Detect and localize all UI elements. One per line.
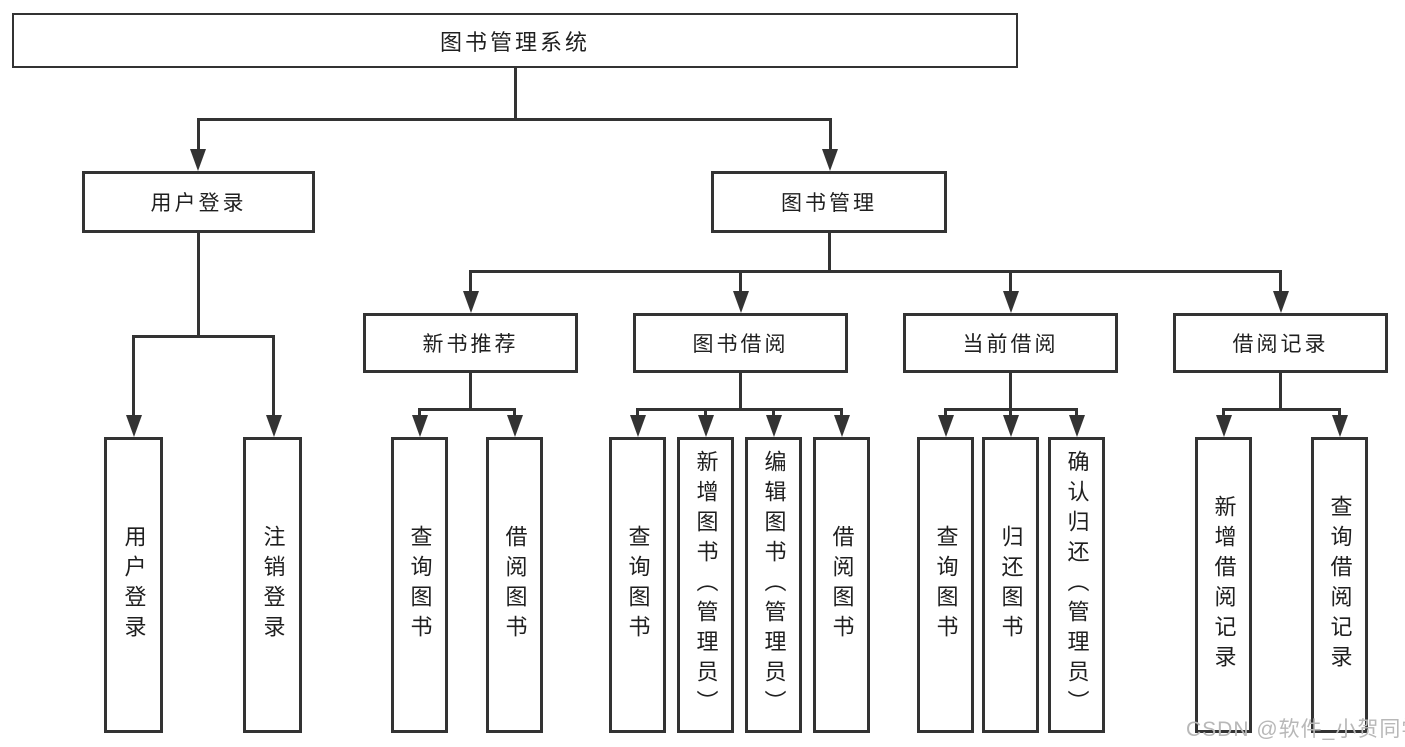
connector-g3-bar (636, 408, 843, 411)
leaf-borrow-books-newbook: 借阅图书 (486, 437, 543, 733)
arrowhead-icon (698, 415, 714, 437)
connector-g5-arm-1 (1222, 408, 1225, 417)
leaf-query-borrow-record: 查询借阅记录 (1311, 437, 1368, 733)
node-library-system: 图书管理系统 (12, 13, 1018, 68)
arrowhead-icon (834, 415, 850, 437)
arrowhead-icon (126, 415, 142, 437)
node-user-login: 用户登录 (82, 171, 315, 233)
watermark: CSDN @软件_小贺同学 (1186, 718, 1405, 741)
arrowhead-icon (822, 149, 838, 171)
leaf-query-books-current: 查询图书 (917, 437, 974, 733)
connector-g4-arm-2 (1009, 408, 1012, 417)
connector-root-arm-right (829, 118, 832, 151)
node-book-management: 图书管理 (711, 171, 947, 233)
connector-mgmt-arm-1 (469, 270, 472, 293)
node-book-borrowing: 图书借阅 (633, 313, 848, 373)
arrowhead-icon (1069, 415, 1085, 437)
connector-mgmt-arm-2 (739, 270, 742, 293)
arrowhead-icon (1216, 415, 1232, 437)
arrowhead-icon (1332, 415, 1348, 437)
connector-login-stem (197, 233, 200, 335)
node-borrowing-records: 借阅记录 (1173, 313, 1388, 373)
arrowhead-icon (1273, 291, 1289, 313)
connector-login-bar (132, 335, 275, 338)
node-new-book-recommend: 新书推荐 (363, 313, 578, 373)
connector-g2-arm-1 (418, 408, 421, 417)
connector-root-stem (514, 68, 517, 118)
connector-g4-stem (1009, 373, 1012, 410)
connector-mgmt-stem (828, 233, 831, 272)
connector-login-arm-2 (272, 335, 275, 417)
node-current-borrowing: 当前借阅 (903, 313, 1118, 373)
connector-g3-arm-1 (636, 408, 639, 417)
arrowhead-icon (1003, 291, 1019, 313)
leaf-confirm-return-admin: 确认归还（管理员） (1048, 437, 1105, 733)
connector-g2-arm-2 (513, 408, 516, 417)
arrowhead-icon (630, 415, 646, 437)
connector-g4-arm-1 (944, 408, 947, 417)
leaf-add-borrow-record: 新增借阅记录 (1195, 437, 1252, 733)
connector-g2-bar (418, 408, 516, 411)
connector-g5-arm-2 (1338, 408, 1341, 417)
arrowhead-icon (463, 291, 479, 313)
arrowhead-icon (1003, 415, 1019, 437)
connector-root-arm-left (197, 118, 200, 151)
connector-g2-stem (469, 373, 472, 410)
connector-g5-stem (1279, 373, 1282, 410)
connector-mgmt-arm-4 (1279, 270, 1282, 293)
arrowhead-icon (190, 149, 206, 171)
leaf-user-login: 用户登录 (104, 437, 163, 733)
leaf-add-books-admin: 新增图书（管理员） (677, 437, 734, 733)
connector-g3-arm-4 (840, 408, 843, 417)
leaf-borrow-books: 借阅图书 (813, 437, 870, 733)
connector-g5-bar (1222, 408, 1341, 411)
connector-g3-arm-2 (704, 408, 707, 417)
connector-root-bar (197, 118, 832, 121)
arrowhead-icon (507, 415, 523, 437)
leaf-return-books: 归还图书 (982, 437, 1039, 733)
arrowhead-icon (938, 415, 954, 437)
arrowhead-icon (733, 291, 749, 313)
leaf-query-books-borrow: 查询图书 (609, 437, 666, 733)
connector-login-arm-1 (132, 335, 135, 417)
connector-mgmt-bar (469, 270, 1282, 273)
arrowhead-icon (266, 415, 282, 437)
leaf-edit-books-admin: 编辑图书（管理员） (745, 437, 802, 733)
connector-g3-stem (739, 373, 742, 410)
leaf-query-books-newbook: 查询图书 (391, 437, 448, 733)
leaf-logout: 注销登录 (243, 437, 302, 733)
arrowhead-icon (412, 415, 428, 437)
arrowhead-icon (766, 415, 782, 437)
connector-mgmt-arm-3 (1009, 270, 1012, 293)
connector-g3-arm-3 (772, 408, 775, 417)
connector-g4-arm-3 (1075, 408, 1078, 417)
